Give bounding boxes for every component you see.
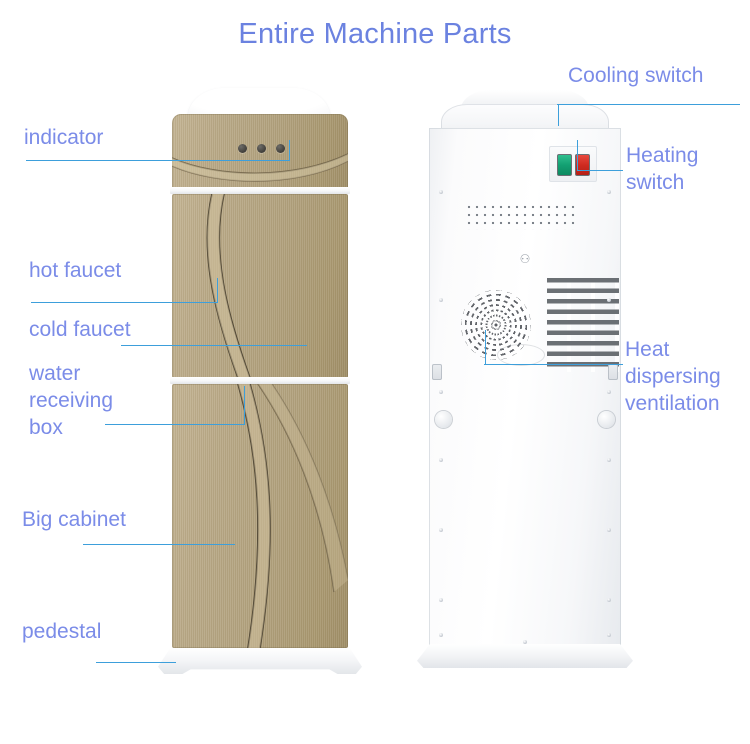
leader-hot-faucet [31, 302, 218, 303]
back-body-panel: ⚇ [429, 128, 621, 650]
water-receiving-box-panel [172, 194, 348, 378]
screw [439, 598, 443, 602]
page-title: Entire Machine Parts [238, 18, 512, 50]
panel-divider-upper [170, 187, 350, 194]
pedestal-base [158, 648, 362, 674]
upper-swoosh-decor [172, 153, 348, 182]
leader-indicator [26, 160, 290, 161]
fan-hub-icon [492, 321, 500, 329]
power-socket-icon: ⚇ [519, 252, 531, 266]
screw [439, 633, 443, 637]
leader-pedestal [96, 662, 176, 663]
screw [607, 390, 611, 394]
screw [439, 528, 443, 532]
lower-swoosh-decor [237, 384, 348, 648]
leader-hot-faucet-stub [217, 278, 218, 303]
label-water-receiving-box: water receiving box [29, 362, 114, 439]
indicator-led-3 [276, 144, 285, 153]
screw [439, 190, 443, 194]
screw [607, 190, 611, 194]
screw [607, 458, 611, 462]
label-cooling-switch: Cooling switch [568, 64, 704, 87]
side-knob-left [435, 411, 452, 428]
label-hot-faucet: hot faucet [29, 259, 122, 282]
dot-matrix-vent [464, 202, 576, 230]
leader-cooling-switch [557, 104, 740, 105]
indicator-led-2 [257, 144, 266, 153]
panel-divider-lower [170, 377, 350, 384]
leader-water-receiving-box-stub [244, 386, 245, 425]
screw [607, 633, 611, 637]
middle-swoosh-decor [206, 194, 251, 378]
leader-cooling-switch-stub [558, 104, 559, 126]
front-unit-illustration [150, 88, 370, 680]
leader-heating-switch [577, 170, 623, 171]
screw [607, 528, 611, 532]
big-cabinet-panel [172, 384, 348, 648]
leader-indicator-stub [289, 140, 290, 161]
leader-water-receiving-box [105, 424, 245, 425]
screw [523, 640, 527, 644]
screw [439, 390, 443, 394]
label-heat-dispersing-ventilation: Heat dispersing ventilation [625, 338, 721, 415]
indicator-panel [172, 114, 348, 190]
leader-cold-faucet [121, 345, 307, 346]
side-latch-left [432, 364, 442, 380]
label-pedestal: pedestal [22, 620, 102, 643]
back-unit-illustration: ⚇ [415, 88, 640, 680]
label-cold-faucet: cold faucet [29, 318, 131, 341]
screw [607, 598, 611, 602]
side-latch-right [608, 364, 618, 380]
heat-dispersing-louver-vent [547, 278, 619, 372]
brand-emblem [497, 344, 545, 366]
indicator-led-1 [238, 144, 247, 153]
leader-heat-dispersing-stub [485, 330, 486, 365]
screw [439, 458, 443, 462]
cooling-switch[interactable] [557, 154, 572, 176]
back-pedestal-base [417, 644, 633, 668]
switch-recess-panel [549, 146, 597, 182]
leader-big-cabinet [83, 544, 235, 545]
leader-heat-dispersing-ventilation [484, 364, 623, 365]
screw [607, 298, 611, 302]
label-indicator: indicator [24, 126, 104, 149]
label-heating-switch: Heating switch [626, 144, 699, 194]
side-knob-right [598, 411, 615, 428]
leader-heating-switch-stub [577, 140, 578, 171]
label-big-cabinet: Big cabinet [22, 508, 126, 531]
screw [439, 298, 443, 302]
